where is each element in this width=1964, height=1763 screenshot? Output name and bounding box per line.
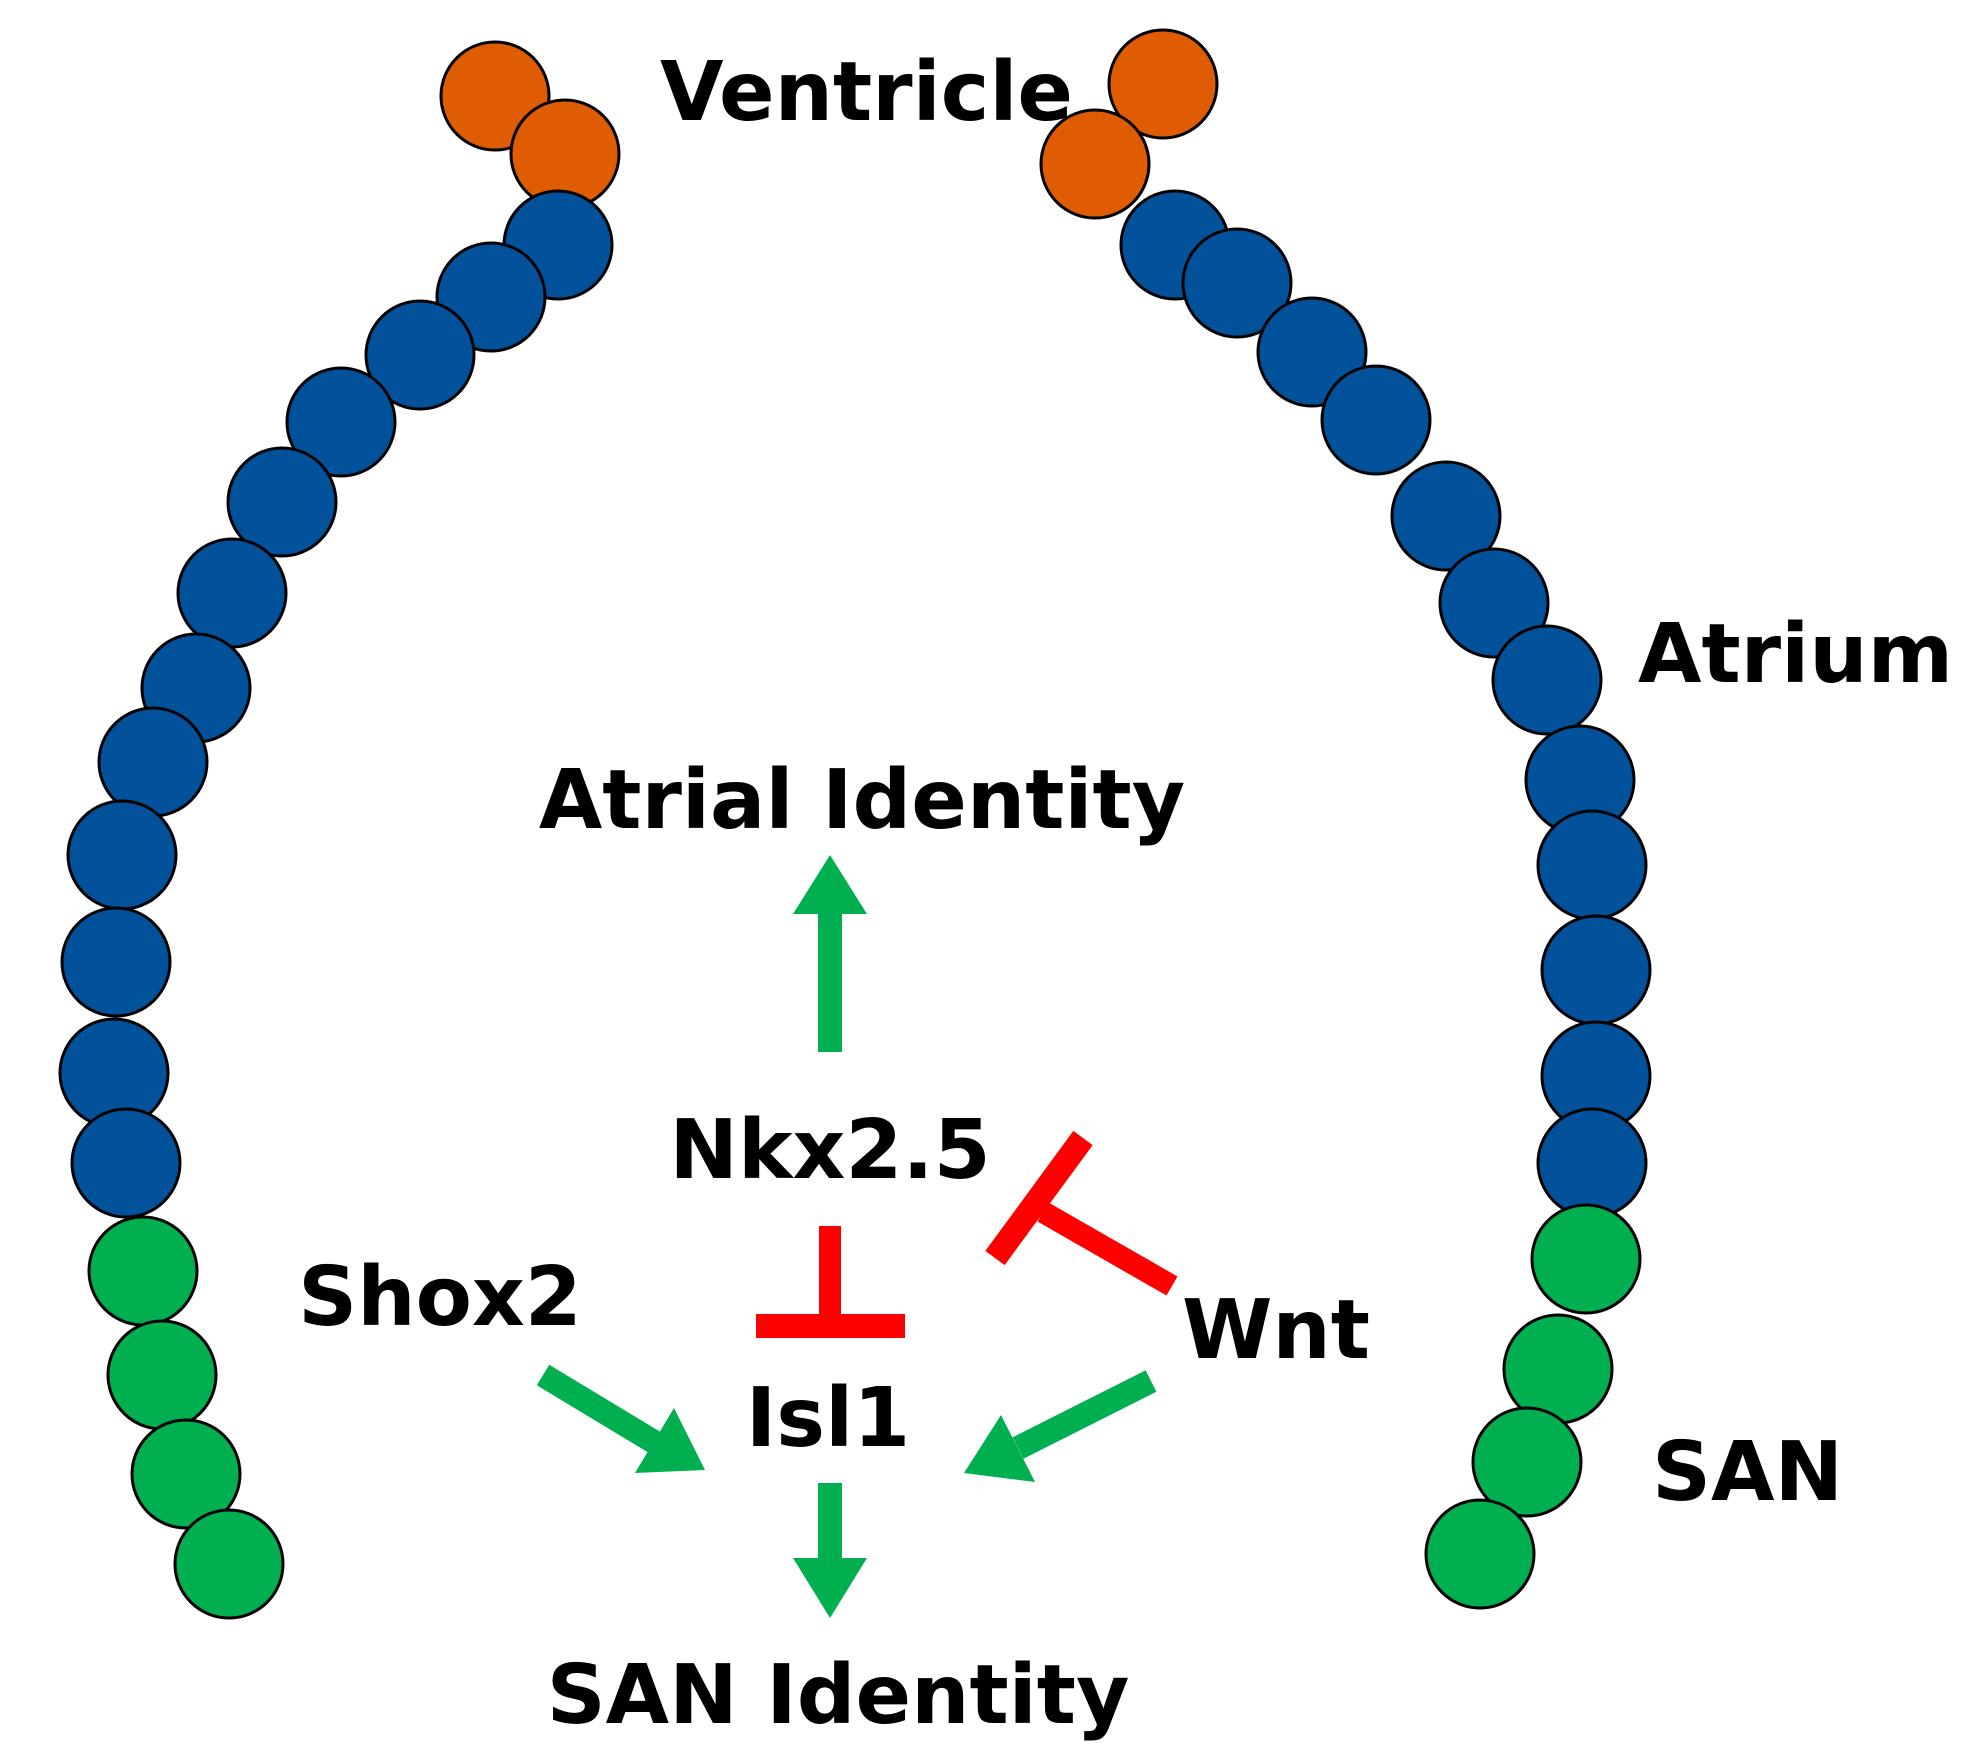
san-cell [87,1215,199,1327]
atrium-cell [97,706,209,818]
inhibition-arrows [756,1130,1178,1338]
san-cell [173,1508,285,1620]
atrium-cell [60,906,172,1018]
ventricle-cell [1039,108,1151,220]
san-cell [1471,1406,1583,1518]
atrium-cell [1540,914,1652,1026]
isl1-label: Isl1 [746,1371,910,1466]
atrial-identity-label: Atrial Identity [539,753,1185,848]
san-cell [130,1418,242,1530]
atrium-label: Atrium [1638,607,1953,702]
isl1-to-san-identity-arrow [793,1483,867,1618]
shox2-label: Shox2 [298,1250,582,1345]
san-identity-label: SAN Identity [547,1648,1130,1743]
atrium-cell [70,1107,182,1219]
nkx25-label: Nkx2.5 [669,1103,990,1198]
nkx25-to-atrial-identity-arrow [793,855,867,1052]
san-cell [106,1319,218,1431]
activation-arrows [536,855,1157,1618]
wnt-inhibits-nkx25 [985,1130,1178,1296]
atrium-cell [1491,624,1603,736]
atrium-cell [1536,1107,1648,1219]
right-cell-chain [1039,28,1652,1610]
atrium-cell [176,537,288,649]
wnt-label: Wnt [1182,1283,1370,1378]
wnt-to-isl1-arrow [964,1370,1157,1482]
nkx25-inhibits-isl1 [756,1226,905,1338]
atrium-cell [1438,547,1550,659]
atrium-cell [285,366,397,478]
atrium-cell [226,446,338,558]
san-cell [1424,1498,1536,1610]
atrium-cell [1320,364,1432,476]
left-cell-chain [58,40,621,1620]
san-label: SAN [1652,1425,1843,1520]
ventricle-cell [1107,28,1219,140]
san-cell [1530,1203,1642,1315]
ventricle-label: Ventricle [660,45,1073,140]
atrium-cell [66,799,178,911]
san-cell [1502,1313,1614,1425]
atrium-cell [1390,460,1502,572]
atrium-cell [1181,227,1293,339]
shox2-to-isl1-arrow [536,1364,705,1473]
atrium-cell [1536,809,1648,921]
atrium-cell [364,299,476,411]
